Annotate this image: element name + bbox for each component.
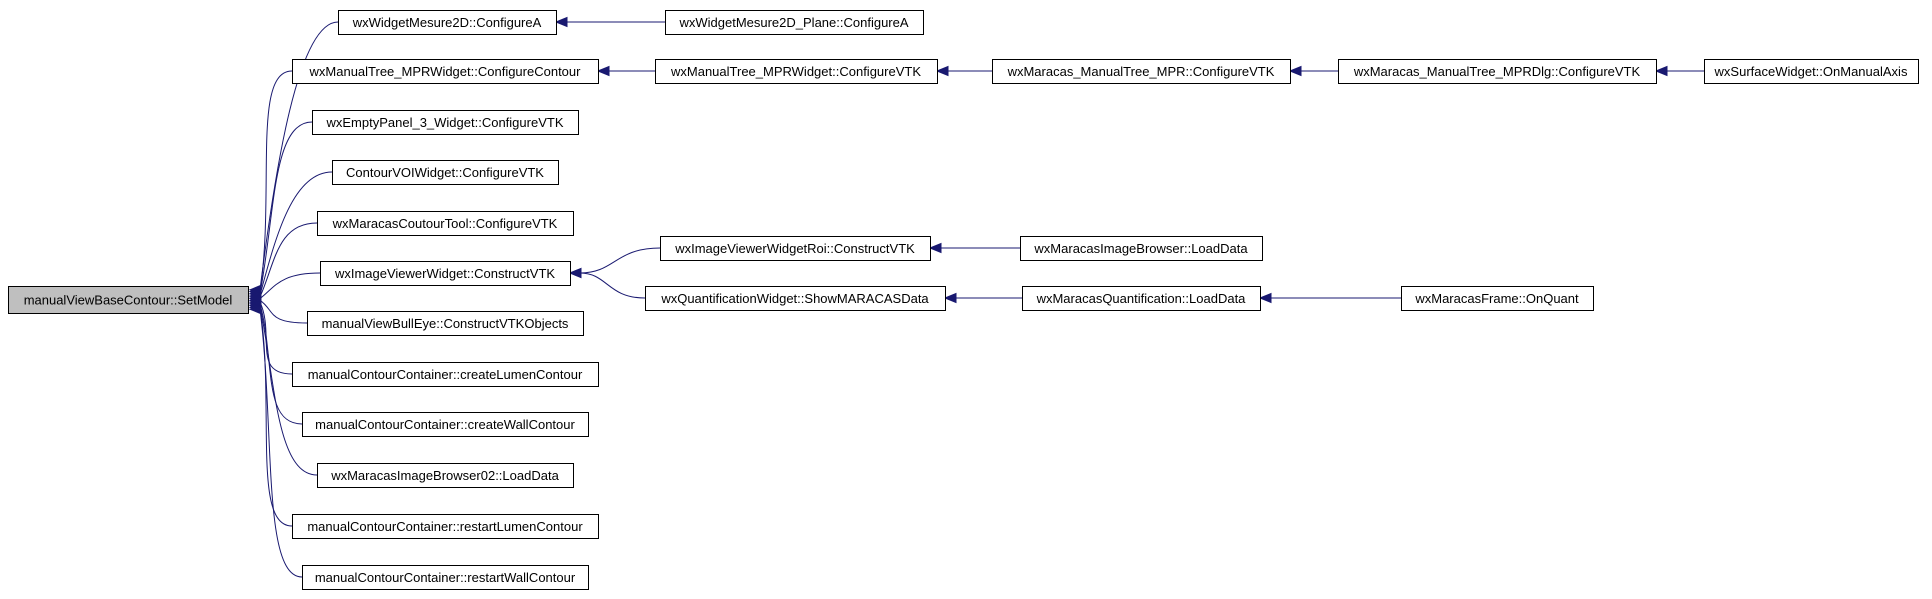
arrowhead	[1288, 65, 1302, 77]
node-label: wxMaracasImageBrowser02::LoadData	[330, 468, 559, 483]
node-box	[665, 10, 924, 35]
node-label: wxManualTree_MPRWidget::ConfigureVTK	[670, 64, 921, 79]
node-label: wxEmptyPanel_3_Widget::ConfigureVTK	[325, 115, 563, 130]
call-edge-n10-to-root	[259, 305, 318, 476]
arrowhead	[935, 65, 949, 77]
node-label: wxQuantificationWidget::ShowMARACASData	[660, 291, 929, 306]
function-node[interactable]: manualContourContainer::createLumenConto…	[292, 362, 599, 387]
node-label: wxSurfaceWidget::OnManualAxis	[1714, 64, 1908, 79]
node-box	[332, 160, 559, 185]
function-node[interactable]: manualViewBullEye::ConstructVTKObjects	[307, 311, 584, 336]
function-node[interactable]: wxWidgetMesure2D::ConfigureA	[338, 10, 557, 35]
node-box	[317, 463, 574, 488]
node-box	[302, 412, 589, 437]
arrowhead	[554, 16, 568, 28]
function-node[interactable]: manualContourContainer::restartWallConto…	[302, 565, 589, 590]
call-edge-n8-to-root	[259, 301, 293, 375]
node-label: manualContourContainer::restartLumenCont…	[307, 519, 583, 534]
call-edge-n4-to-root	[259, 171, 333, 296]
call-edge-n12-to-root	[259, 309, 303, 578]
call-edge-n11-to-root	[259, 307, 293, 527]
nodes-layer: manualViewBaseContour::SetModel wxWidgetM…	[8, 10, 1919, 590]
arrowhead	[596, 65, 610, 77]
edges-layer	[248, 16, 1704, 578]
node-box	[660, 236, 931, 261]
node-label: manualContourContainer::createWallContou…	[315, 417, 575, 432]
function-node[interactable]: wxImageViewerWidget::ConstructVTK	[320, 261, 571, 286]
node-label: manualContourContainer::restartWallConto…	[315, 570, 576, 585]
node-box	[292, 59, 599, 84]
node-label: wxMaracasFrame::OnQuant	[1414, 291, 1579, 306]
node-label: wxMaracasQuantification::LoadData	[1036, 291, 1247, 306]
arrowhead	[943, 292, 957, 304]
node-box	[338, 10, 557, 35]
node-label: wxImageViewerWidget::ConstructVTK	[334, 266, 555, 281]
node-box	[992, 59, 1291, 84]
call-edge-n6-to-root	[259, 272, 321, 299]
node-box	[292, 362, 599, 387]
arrowhead	[928, 242, 942, 254]
function-node[interactable]: wxQuantificationWidget::ShowMARACASData	[645, 286, 946, 311]
call-edge-n2-to-root	[259, 70, 293, 292]
function-node[interactable]: wxImageViewerWidgetRoi::ConstructVTK	[660, 236, 931, 261]
node-box	[1022, 286, 1261, 311]
function-node[interactable]: wxWidgetMesure2D_Plane::ConfigureA	[665, 10, 924, 35]
node-box	[307, 311, 584, 336]
node-label: manualContourContainer::createLumenConto…	[308, 367, 583, 382]
node-box	[302, 565, 589, 590]
node-box	[1020, 236, 1263, 261]
node-label: ContourVOIWidget::ConfigureVTK	[346, 165, 544, 180]
function-node[interactable]: wxMaracasQuantification::LoadData	[1022, 286, 1261, 311]
arrowhead	[248, 303, 262, 315]
arrowhead	[1654, 65, 1668, 77]
call-edge-n7-to-root	[259, 299, 308, 324]
node-label: wxMaracasImageBrowser::LoadData	[1033, 241, 1248, 256]
arrowhead	[568, 267, 582, 279]
node-label: wxManualTree_MPRWidget::ConfigureContour	[309, 64, 582, 79]
node-label: manualViewBullEye::ConstructVTKObjects	[322, 316, 569, 331]
function-node[interactable]: ContourVOIWidget::ConfigureVTK	[332, 160, 559, 185]
call-edge-n3-to-root	[259, 121, 313, 294]
function-node[interactable]: wxEmptyPanel_3_Widget::ConfigureVTK	[312, 110, 579, 135]
arrowhead	[1258, 292, 1272, 304]
node-box	[1338, 59, 1657, 84]
node-box	[645, 286, 946, 311]
node-box	[312, 110, 579, 135]
function-node[interactable]: wxMaracas_ManualTree_MPRDlg::ConfigureVT…	[1338, 59, 1657, 84]
node-box	[1401, 286, 1594, 311]
function-node[interactable]: wxMaracasImageBrowser02::LoadData	[317, 463, 574, 488]
node-box	[8, 286, 249, 314]
node-label: wxMaracas_ManualTree_MPRDlg::ConfigureVT…	[1353, 64, 1641, 79]
node-box	[292, 514, 599, 539]
node-box	[317, 211, 574, 236]
function-node[interactable]: wxMaracasImageBrowser::LoadData	[1020, 236, 1263, 261]
function-node[interactable]: wxMaracasFrame::OnQuant	[1401, 286, 1594, 311]
function-node[interactable]: wxSurfaceWidget::OnManualAxis	[1704, 59, 1919, 84]
function-node[interactable]: wxManualTree_MPRWidget::ConfigureContour	[292, 59, 599, 84]
call-edge-n20-to-n6	[579, 272, 646, 299]
node-label: wxWidgetMesure2D_Plane::ConfigureA	[678, 15, 908, 30]
node-label: manualViewBaseContour::SetModel	[24, 293, 233, 308]
node-label: wxMaracasCoutourTool::ConfigureVTK	[332, 216, 558, 231]
function-node[interactable]: manualContourContainer::createWallContou…	[302, 412, 589, 437]
function-node[interactable]: manualContourContainer::restartLumenCont…	[292, 514, 599, 539]
node-label: wxImageViewerWidgetRoi::ConstructVTK	[674, 241, 915, 256]
function-node[interactable]: wxMaracas_ManualTree_MPR::ConfigureVTK	[992, 59, 1291, 84]
node-label: wxMaracas_ManualTree_MPR::ConfigureVTK	[1007, 64, 1275, 79]
node-label: wxWidgetMesure2D::ConfigureA	[352, 15, 542, 30]
function-node[interactable]: wxManualTree_MPRWidget::ConfigureVTK	[655, 59, 938, 84]
call-edge-n18-to-n6	[579, 247, 661, 274]
call-edge-n5-to-root	[259, 222, 318, 298]
function-node[interactable]: wxMaracasCoutourTool::ConfigureVTK	[317, 211, 574, 236]
node-box	[655, 59, 938, 84]
node-box	[320, 261, 571, 286]
root-function-node[interactable]: manualViewBaseContour::SetModel	[8, 286, 249, 314]
call-edge-n1-to-root	[259, 21, 339, 290]
call-edge-n9-to-root	[259, 303, 303, 425]
node-box	[1704, 59, 1919, 84]
